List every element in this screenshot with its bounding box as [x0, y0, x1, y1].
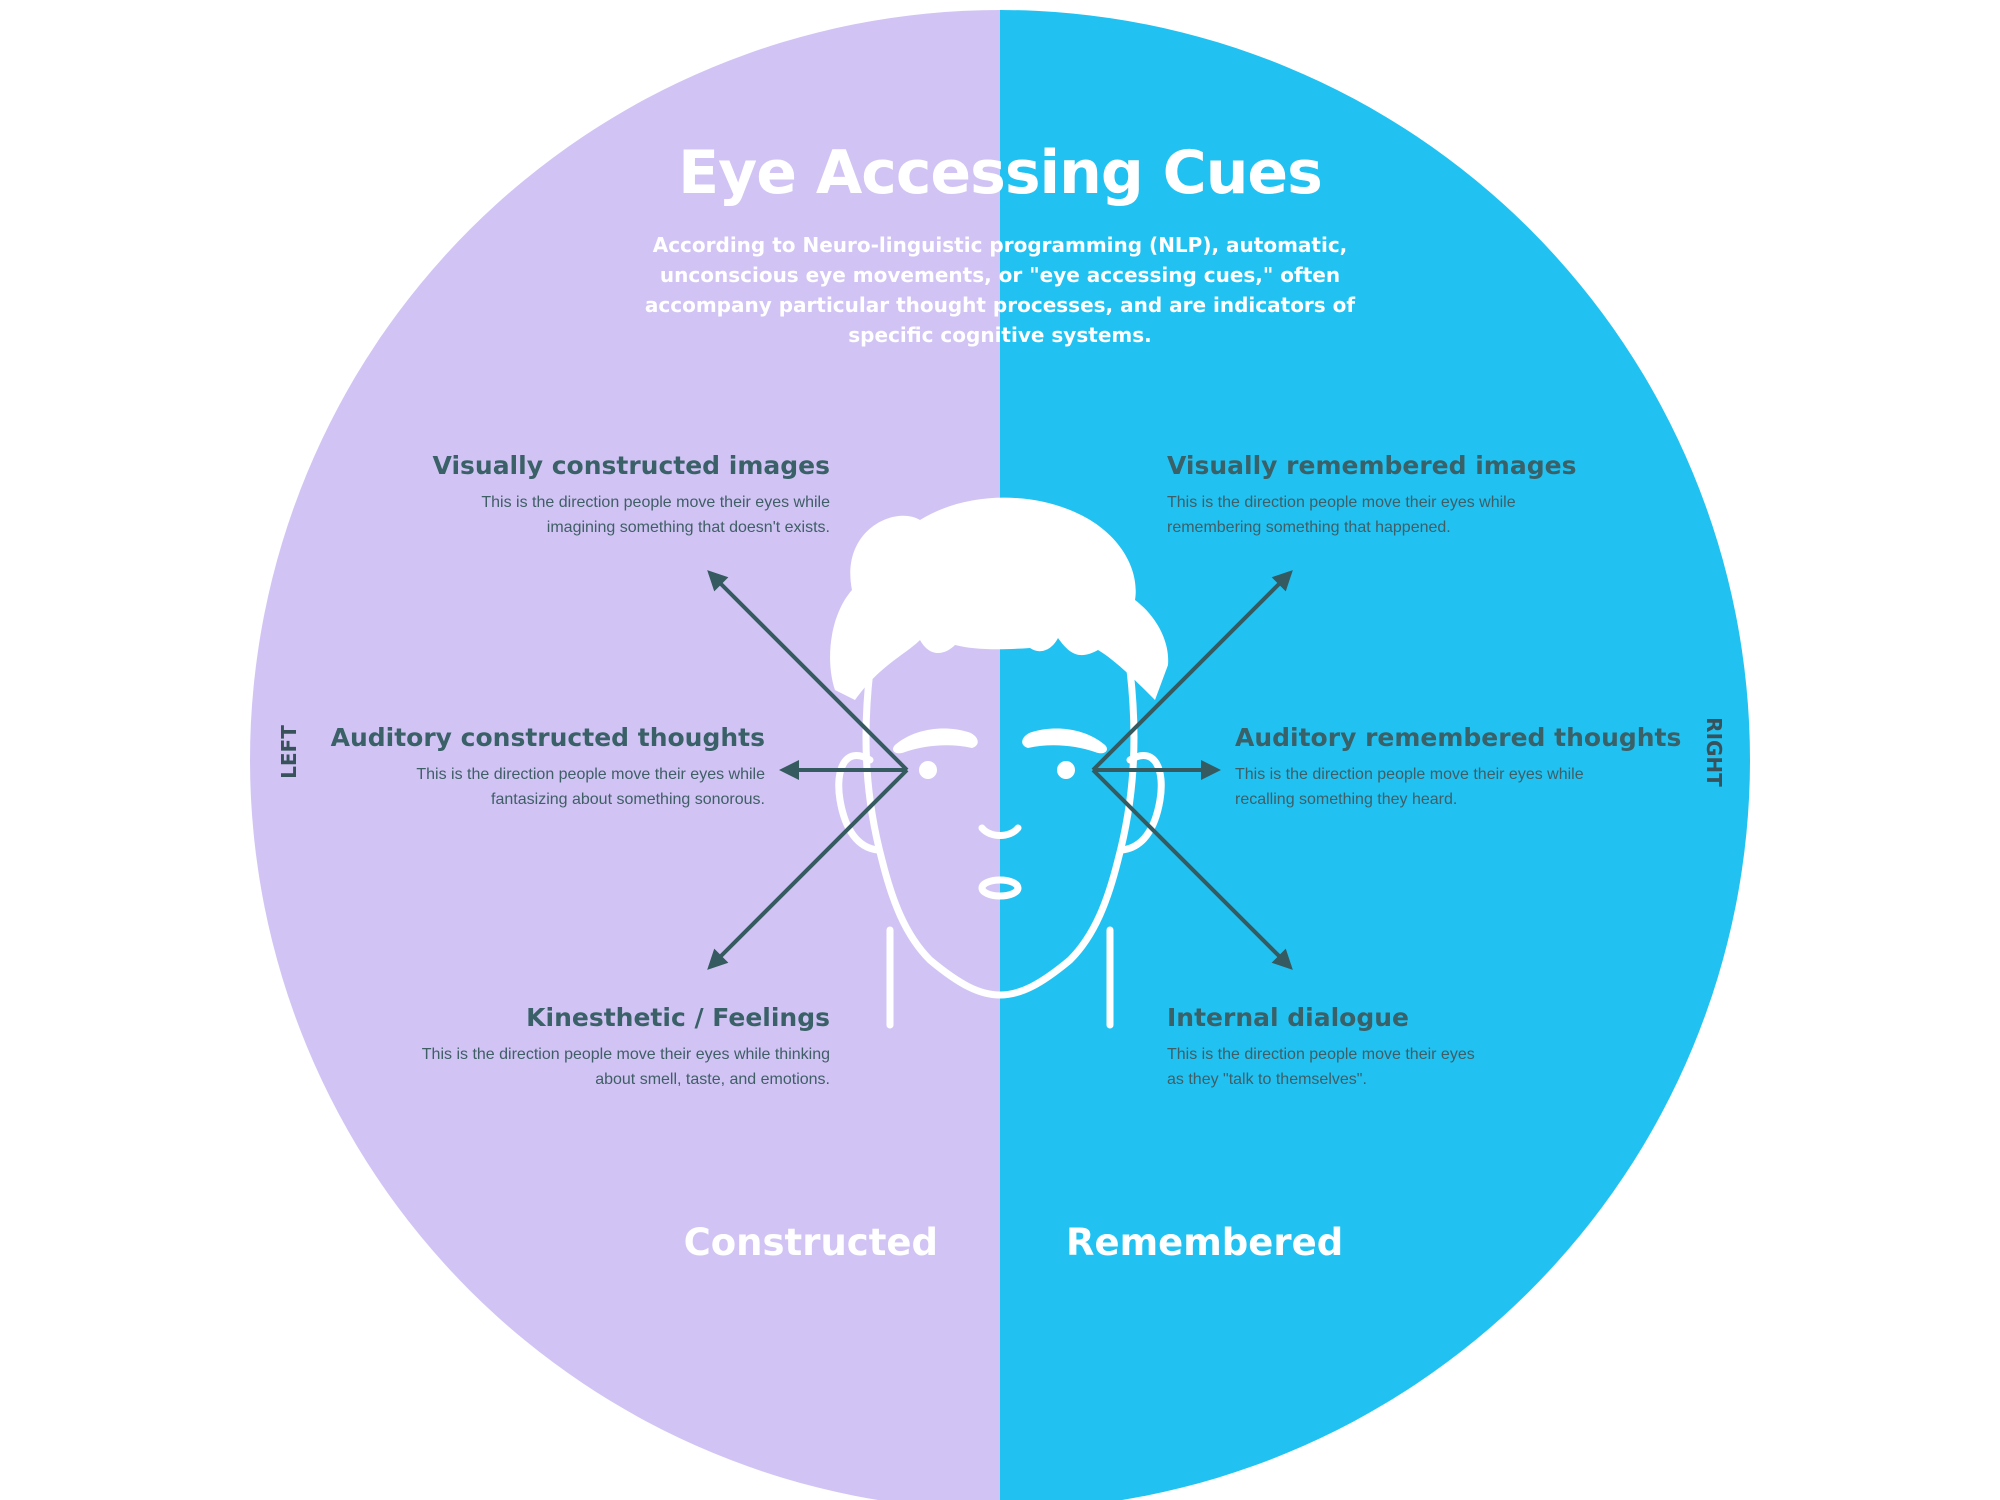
cue-title: Kinesthetic / Feelings [526, 1003, 830, 1032]
side-label-right: RIGHT [1702, 717, 1726, 787]
cue-description: This is the direction people move their … [1167, 1046, 1475, 1088]
cue-title: Internal dialogue [1167, 1003, 1410, 1032]
cue-description: This is the direction people move their … [421, 1046, 830, 1088]
cue-title: Visually constructed images [432, 451, 830, 480]
side-label-left: LEFT [277, 725, 301, 779]
cue-title: Auditory remembered thoughts [1235, 723, 1682, 752]
cue-title: Visually remembered images [1167, 451, 1577, 480]
cue-description: This is the direction people move their … [416, 766, 765, 808]
remembered-label: Remembered [1066, 1221, 1344, 1264]
arrow-kinesthetic [707, 768, 909, 970]
arrow-visual-remembered [1091, 570, 1293, 772]
arrow-internal-dialogue [1091, 768, 1293, 970]
cue-title: Auditory constructed thoughts [330, 723, 765, 752]
left-eye [919, 761, 937, 779]
cue-kinesthetic: Kinesthetic / Feelings This is the direc… [270, 1002, 830, 1092]
face-outline-icon [830, 497, 1169, 1029]
direction-arrow-icon [707, 570, 1293, 970]
cue-internal-dialogue: Internal dialogue This is the direction … [1167, 1002, 1727, 1092]
cue-description: This is the direction people move their … [481, 494, 830, 536]
page-title: Eye Accessing Cues [678, 138, 1323, 208]
arrow-visual-constructed [707, 570, 909, 772]
intro-text: According to Neuro-linguistic programmin… [644, 233, 1356, 347]
cue-visual-remembered: Visually remembered images This is the d… [1167, 450, 1727, 540]
right-eye [1057, 761, 1075, 779]
cue-visual-constructed: Visually constructed images This is the … [270, 450, 830, 540]
cue-auditory-constructed: Auditory constructed thoughts This is th… [205, 722, 765, 812]
cue-description: This is the direction people move their … [1235, 766, 1584, 808]
cue-description: This is the direction people move their … [1167, 494, 1516, 536]
constructed-label: Constructed [683, 1221, 938, 1264]
cue-auditory-remembered: Auditory remembered thoughts This is the… [1235, 722, 1795, 812]
